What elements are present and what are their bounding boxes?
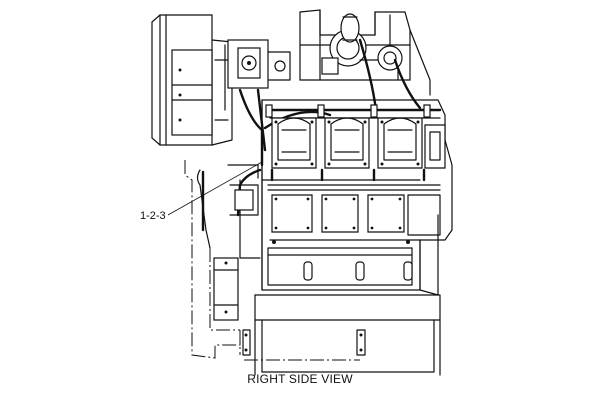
flywheel-housing [184, 160, 241, 359]
injector-connectors [265, 104, 431, 182]
left-frame-rail [196, 164, 261, 321]
cylinder-head-3 [377, 117, 423, 169]
mounting-bracket [224, 39, 291, 111]
part-callout: 1-2-3 [140, 161, 263, 222]
callout-leader-line [167, 161, 263, 216]
callout-part-number: 1-2-3 [140, 210, 166, 222]
turbocharger [299, 9, 431, 112]
crankcase-covers [271, 194, 441, 236]
oil-pan [242, 240, 441, 376]
starter-drum [151, 14, 233, 146]
cylinder-head-1 [271, 117, 317, 169]
cylinder-head-4 [424, 124, 446, 169]
cylinder-head-2 [324, 117, 370, 169]
engine-block [261, 99, 453, 296]
view-caption: RIGHT SIDE VIEW [247, 372, 353, 386]
